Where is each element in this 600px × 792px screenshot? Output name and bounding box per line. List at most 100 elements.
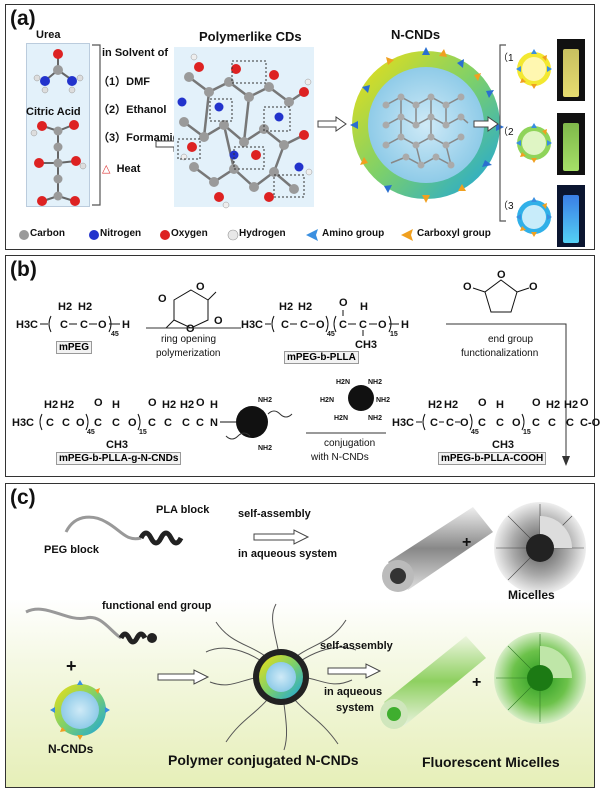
- svg-text:H2: H2: [298, 301, 312, 313]
- self-assembly-arrow-2-icon: [327, 663, 382, 679]
- legend-nitrogen-icon: [89, 230, 99, 240]
- panel-b-label: (b): [10, 258, 37, 281]
- variant-1-sphere: [516, 49, 552, 89]
- small-ncnd-sphere: [50, 680, 110, 740]
- variant-3-sphere: [516, 197, 552, 237]
- mpeg-c1: C: [60, 319, 68, 331]
- peg-pla-chain: [64, 515, 184, 546]
- svg-text:NH2: NH2: [258, 397, 272, 404]
- mpeg-name: mPEG: [56, 341, 93, 354]
- variant-1-label: （1: [498, 53, 514, 64]
- svg-text:H: H: [112, 399, 120, 411]
- svg-text:CH3: CH3: [106, 439, 128, 451]
- legend-amino-icon: [306, 229, 318, 241]
- mpeg-b-plla-name: mPEG-b-PLLA: [284, 351, 359, 364]
- mpeg-gn-name: mPEG-b-PLLA-g-N-CNDs: [56, 452, 182, 465]
- svg-text:O: O: [529, 281, 538, 293]
- svg-text:C: C: [496, 417, 504, 429]
- citric-acid-label: Citric Acid: [26, 106, 81, 118]
- svg-text:H: H: [360, 301, 368, 313]
- legend-hydrogen-icon: [227, 229, 239, 241]
- plus-sign-1: +: [462, 534, 472, 551]
- conjugation-text-1: conjugation: [324, 438, 376, 449]
- svg-text:N: N: [210, 417, 218, 429]
- svg-text:C: C: [281, 319, 289, 331]
- svg-text:O: O: [94, 397, 103, 409]
- svg-text:C: C: [359, 319, 367, 331]
- svg-text:O: O: [460, 417, 469, 429]
- svg-text:NH2: NH2: [368, 415, 382, 422]
- pla-block-label: PLA block: [156, 504, 210, 516]
- ncnds-sphere: [350, 47, 504, 203]
- variant-2-sphere: [516, 123, 552, 163]
- lactide-ring: OO OO: [158, 281, 223, 335]
- legend-amino: Amino group: [322, 228, 385, 239]
- svg-text:O: O: [532, 397, 541, 409]
- svg-text:O: O: [128, 417, 137, 429]
- svg-text:NH2: NH2: [376, 397, 390, 404]
- fluorescent-cylinder: [380, 636, 486, 729]
- svg-text:O: O: [196, 281, 205, 293]
- urea-label: Urea: [36, 29, 61, 41]
- urea-molecule: [33, 49, 84, 94]
- mpeg-o: O: [98, 319, 107, 331]
- reactants-bracket: [92, 44, 101, 206]
- svg-text:O: O: [196, 397, 205, 409]
- svg-text:C: C: [548, 417, 556, 429]
- mpeg-b-plla-formula: H3C H2C H2C O 45 O C HC CH3 O 15 H: [241, 297, 409, 351]
- self-assembly-arrow-icon: [253, 529, 310, 545]
- plus-sign-2: +: [66, 656, 77, 676]
- svg-text:H2: H2: [428, 399, 442, 411]
- peg-block-label: PEG block: [44, 544, 100, 556]
- panel-c: (c) PEG block PLA block self-assembly in…: [5, 483, 595, 788]
- svg-text:H: H: [210, 399, 218, 411]
- polymer-conj-label: Polymer conjugated N-CNDs: [168, 752, 359, 768]
- svg-text:H3C: H3C: [12, 417, 34, 429]
- citric-acid-molecule: [30, 120, 87, 206]
- ring-opening-text-2: polymerization: [156, 348, 221, 359]
- ncnds-title: N-CNDs: [391, 27, 441, 42]
- solvent-2: （2）Ethanol: [98, 104, 167, 116]
- panel-c-label: (c): [10, 486, 36, 509]
- ring-opening-text-1: ring opening: [161, 334, 217, 345]
- svg-text:45: 45: [327, 331, 335, 338]
- svg-text:NH2: NH2: [258, 445, 272, 452]
- legend-carbon-icon: [19, 230, 29, 240]
- svg-text:H2N: H2N: [334, 415, 348, 422]
- solvent-heading: in Solvent of: [102, 47, 168, 59]
- mpeg-h2a: H2: [58, 301, 72, 313]
- svg-text:C: C: [62, 417, 70, 429]
- svg-text:O: O: [158, 293, 167, 305]
- svg-text:C: C: [446, 417, 454, 429]
- svg-text:15: 15: [523, 429, 531, 436]
- arrow-2-icon: [317, 116, 347, 132]
- mpeg-cooh-name: mPEG-b-PLLA-COOH: [438, 452, 547, 465]
- svg-text:C: C: [566, 417, 574, 429]
- svg-text:H3C: H3C: [392, 417, 414, 429]
- end-group-text-1: end group: [488, 334, 534, 345]
- self-assembly-label: self-assembly: [238, 508, 311, 520]
- plus-sign-3: +: [472, 674, 482, 691]
- fluorescent-sphere: [494, 632, 586, 724]
- polymerlike-box: [174, 47, 314, 207]
- fluorescent-label: Fluorescent Micelles: [422, 754, 560, 770]
- svg-text:15: 15: [390, 331, 398, 338]
- svg-text:O: O: [463, 281, 472, 293]
- svg-text:C: C: [478, 417, 486, 429]
- variant-3-label: （3: [498, 201, 514, 212]
- conjugation-text-2: with N-CNDs: [311, 452, 369, 463]
- svg-text:O: O: [76, 417, 85, 429]
- svg-text:45: 45: [87, 429, 95, 436]
- svg-text:C: C: [182, 417, 190, 429]
- cylindrical-micelle: [382, 507, 493, 592]
- succinic-anhydride: O O O: [463, 269, 538, 313]
- aqueous-label-2a: in aqueous: [324, 686, 383, 698]
- svg-text:H: H: [401, 319, 409, 331]
- svg-text:H2: H2: [444, 399, 458, 411]
- legend-nitrogen: Nitrogen: [100, 228, 142, 239]
- vial-green-glow: [563, 123, 579, 171]
- solvent-1: （1）DMF: [98, 76, 150, 88]
